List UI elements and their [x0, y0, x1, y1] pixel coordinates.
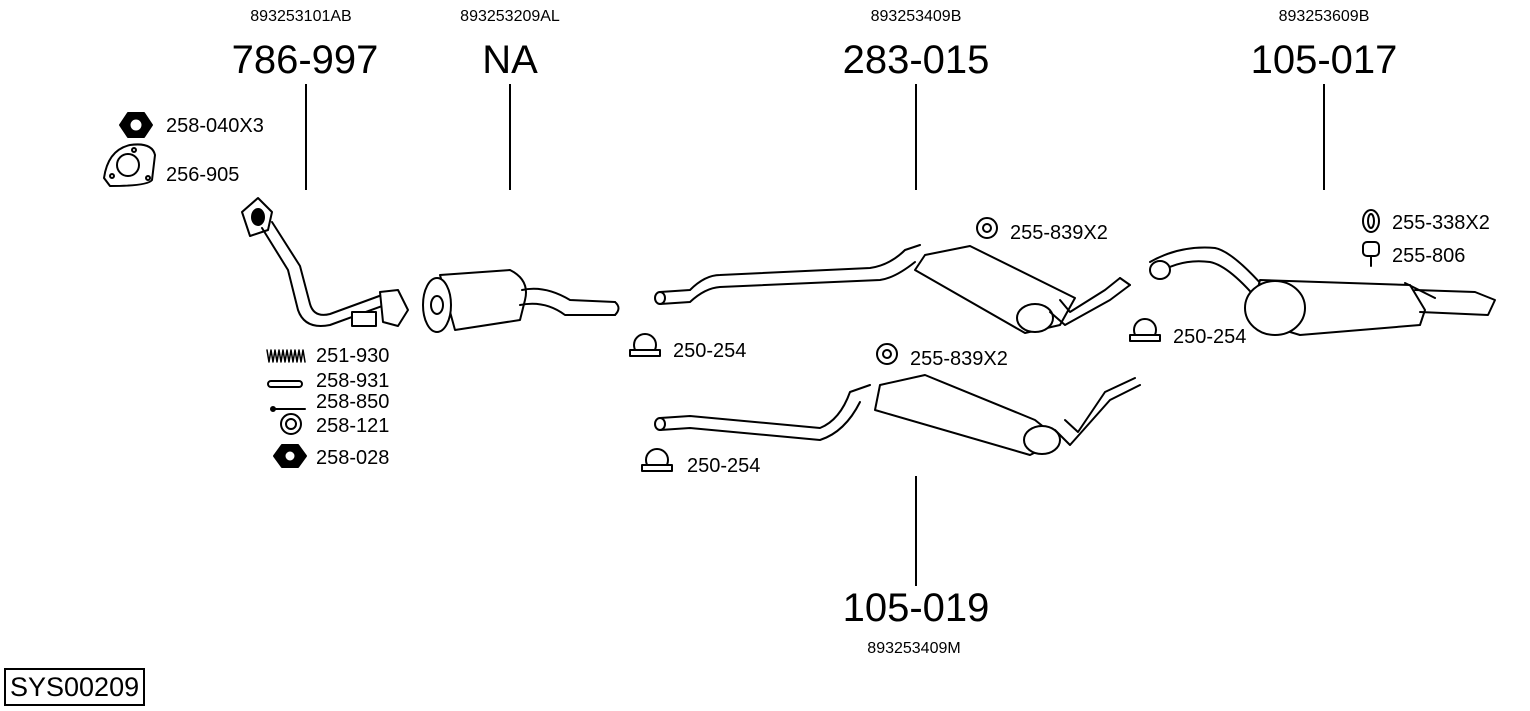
front-pipe-drawing [241, 197, 409, 327]
rubber-hanger-icon [1362, 241, 1380, 267]
clamp-icon [1129, 318, 1161, 342]
accessory-label[interactable]: 255-338X2 [1392, 212, 1490, 234]
accessory-label[interactable]: 250-254 [687, 455, 761, 477]
clamp-icon [629, 333, 661, 357]
bolt-icon [270, 406, 306, 412]
accessory-label[interactable]: 255-839X2 [1010, 222, 1108, 244]
hanger-icon [976, 217, 998, 239]
nut-small-icon [273, 444, 307, 468]
accessory-label[interactable]: 256-905 [166, 164, 240, 186]
oe-number: 893253409B [870, 8, 962, 25]
accessory-label[interactable]: 258-850 [316, 391, 390, 413]
part-number[interactable]: 786-997 [231, 38, 379, 82]
spring-icon [266, 349, 306, 363]
accessory-label[interactable]: 255-839X2 [910, 348, 1008, 370]
part-number[interactable]: 105-017 [1250, 38, 1398, 82]
leader-line [1323, 84, 1325, 190]
accessory-label[interactable]: 255-806 [1392, 245, 1466, 267]
accessory-label[interactable]: 250-254 [1173, 326, 1247, 348]
oe-number: 893253209AL [460, 8, 560, 25]
accessory-label[interactable]: 250-254 [673, 340, 747, 362]
leader-line [915, 476, 917, 586]
catalyst-drawing [422, 269, 620, 333]
clamp-icon [641, 448, 673, 472]
oe-number: 893253409M [867, 640, 961, 657]
rear-silencer-drawing [1149, 246, 1496, 336]
accessory-label[interactable]: 258-040X3 [166, 115, 264, 137]
oe-number: 893253609B [1278, 8, 1370, 25]
system-id: SYS00209 [4, 668, 146, 706]
ring-x2-icon [1362, 209, 1380, 233]
gasket-icon [103, 143, 156, 187]
leader-line [305, 84, 307, 190]
middle-silencer-top-drawing [654, 244, 1131, 334]
sleeve-icon [267, 380, 303, 388]
accessory-label[interactable]: 258-028 [316, 447, 390, 469]
accessory-label[interactable]: 258-121 [316, 415, 390, 437]
part-number[interactable]: 105-019 [842, 586, 990, 630]
part-number[interactable]: 283-015 [842, 38, 990, 82]
part-number[interactable]: NA [482, 38, 538, 82]
leader-line [509, 84, 511, 190]
leader-line [915, 84, 917, 190]
nut-icon [119, 112, 153, 138]
accessory-label[interactable]: 258-931 [316, 370, 390, 392]
accessory-label[interactable]: 251-930 [316, 345, 390, 367]
hanger-icon [876, 343, 898, 365]
middle-silencer-bottom-drawing [654, 374, 1141, 456]
oe-number: 893253101AB [250, 8, 352, 25]
ring-icon [280, 413, 302, 435]
